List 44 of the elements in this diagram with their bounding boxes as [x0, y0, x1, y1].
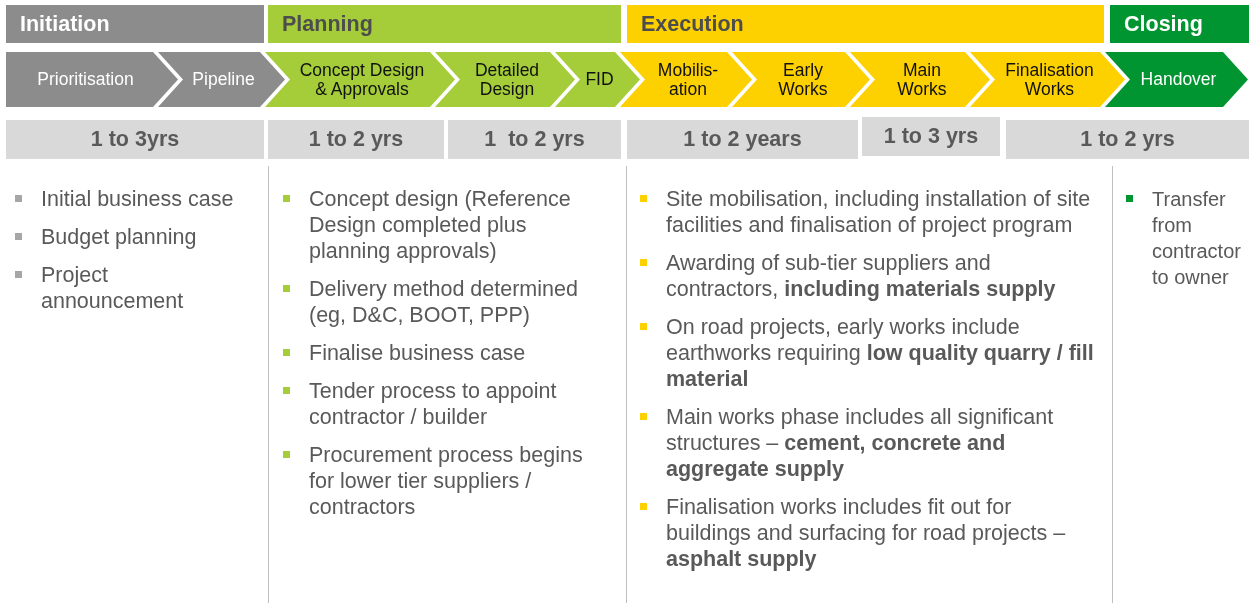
bullet-text: Main works phase includes all significant structures – cement, concrete and aggregate supply — [666, 404, 1055, 482]
stage-block — [970, 52, 1125, 107]
bullet-text: Project announcement — [41, 262, 185, 314]
phase-header: Closing — [1110, 5, 1249, 43]
phase-header: Planning — [268, 5, 621, 43]
phase-header: Execution — [627, 5, 1104, 43]
duration-bar: 1 to 2 yrs — [448, 120, 621, 159]
phase-header: Initiation — [6, 5, 264, 43]
bullet-text: Procurement process begins for lower tier suppliers / contractors — [309, 442, 584, 520]
bullet-text: Budget planning — [41, 224, 197, 250]
stage-block — [6, 52, 178, 107]
stage-block — [435, 52, 575, 107]
stage-block — [1105, 52, 1248, 107]
stage-block — [620, 52, 752, 107]
stage-label: Early Works — [777, 60, 829, 99]
stage-label: Main Works — [896, 60, 948, 99]
stage-label: Concept Design & Approvals — [298, 60, 426, 99]
duration-bar: 1 to 2 yrs — [1006, 120, 1249, 159]
stage-block — [850, 52, 990, 107]
bullet-text: Tender process to appoint contractor / builder — [309, 378, 558, 430]
bullet-text: Finalisation works includes fit out for buildings and surfacing for road projects – asphalt supply — [666, 494, 1067, 572]
duration-bar: 1 to 3 yrs — [862, 117, 1000, 156]
stage-label: Handover — [1140, 70, 1217, 89]
bullet-text: Transfer from contractor to owner — [1152, 187, 1242, 290]
duration-bar: 1 to 2 years — [627, 120, 858, 159]
stage-block — [732, 52, 870, 107]
duration-bar: 1 to 2 yrs — [268, 120, 444, 159]
bullet-text: Finalise business case — [309, 340, 526, 366]
stage-label: Prioritisation — [37, 70, 134, 89]
bullet-text: Awarding of sub-tier suppliers and contractors, including materials supply — [666, 250, 1057, 302]
stage-label: Detailed Design — [473, 60, 541, 99]
stage-label: FID — [585, 70, 614, 89]
stage-label: Finalisation Works — [1004, 60, 1095, 99]
duration-bar: 1 to 3yrs — [6, 120, 264, 159]
bullet-text: Delivery method determined (eg, D&C, BOOT, PPP) — [309, 276, 579, 328]
stage-label: Mobilis- ation — [656, 60, 720, 99]
stage-block — [265, 52, 455, 107]
bullet-text: On road projects, early works include earthworks requiring low quality quarry / fill material — [666, 314, 1095, 392]
bullet-text: Concept design (Reference Design completed plus planning approvals) — [309, 186, 572, 264]
stage-label: Pipeline — [192, 70, 255, 89]
bullet-text: Initial business case — [41, 186, 234, 212]
stage-block — [555, 52, 640, 107]
stage-block — [158, 52, 285, 107]
bullet-text: Site mobilisation, including installation of site facilities and finalisation of project program — [666, 186, 1092, 238]
